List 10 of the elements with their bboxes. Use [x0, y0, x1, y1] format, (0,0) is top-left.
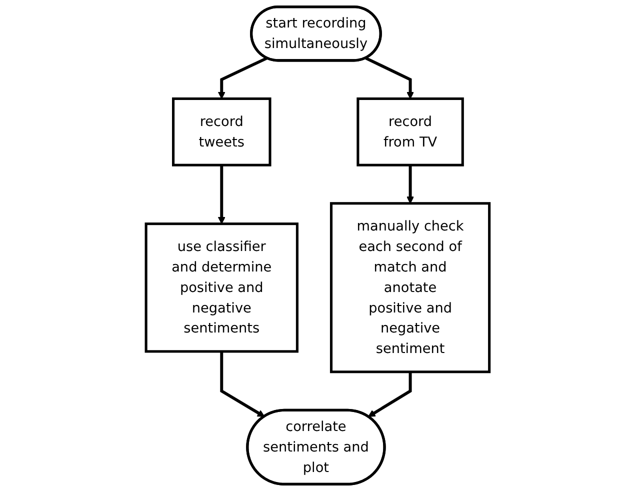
arrow [218, 165, 226, 224]
arrow [365, 56, 414, 100]
arrow [218, 56, 268, 100]
node-box: use classifier and determine positive and negative sentiments [144, 222, 298, 353]
node-box: record tweets [172, 97, 272, 166]
node-box: record from TV [356, 97, 464, 166]
arrow [368, 372, 412, 418]
arrow [220, 351, 265, 418]
arrow [406, 165, 414, 204]
node-box: manually check each second of match and anotate positive and negative sentiment [330, 202, 490, 374]
